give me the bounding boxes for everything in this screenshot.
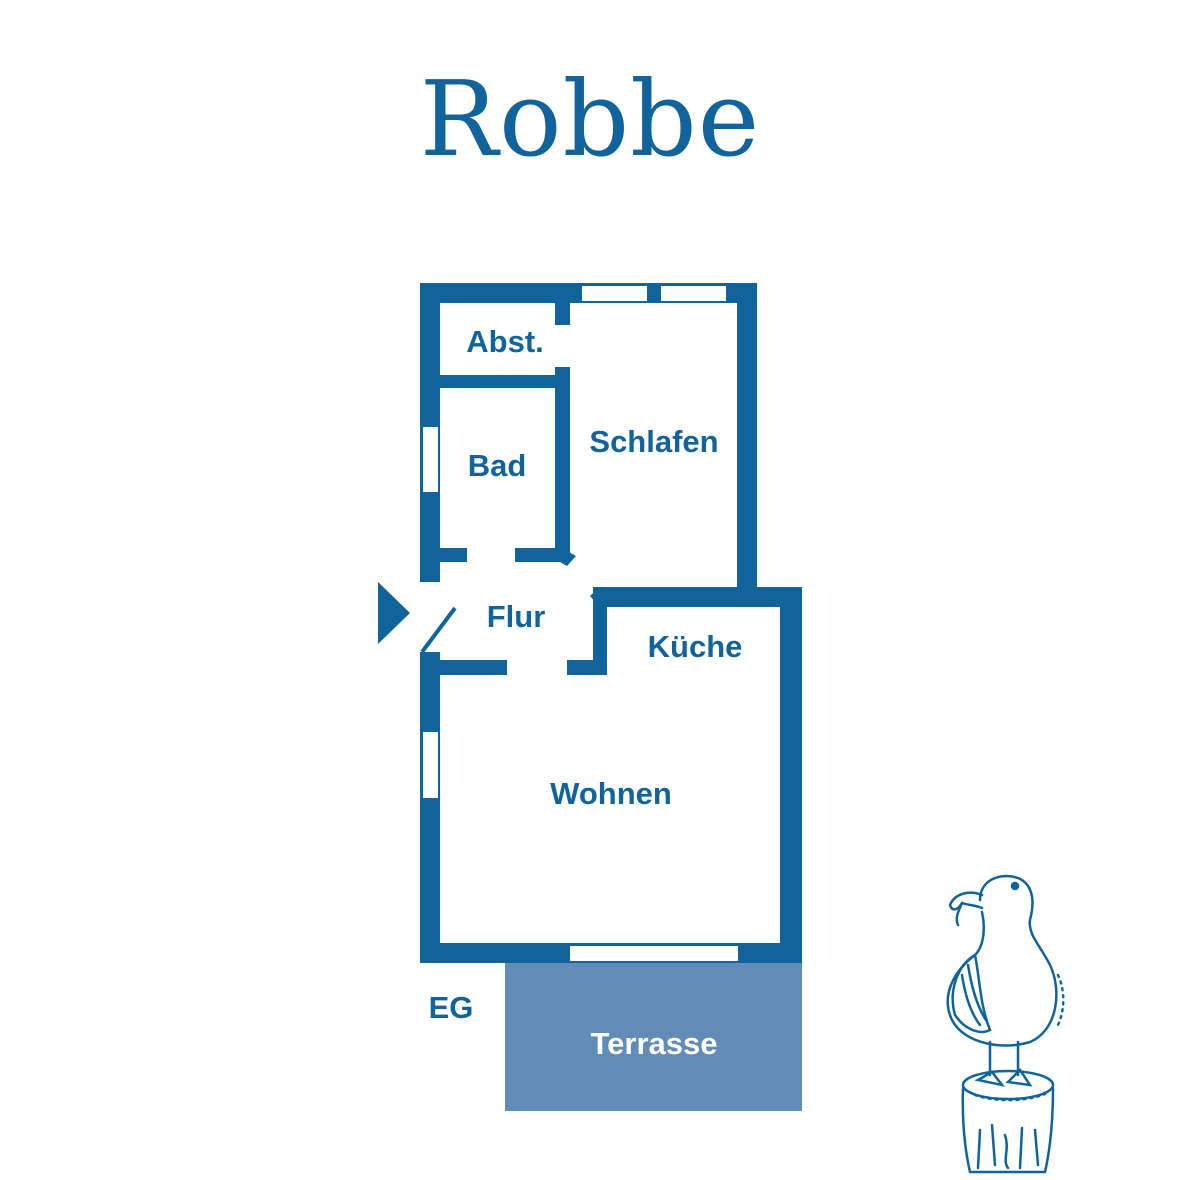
entrance-arrow-icon (378, 582, 410, 644)
room-label-bedroom: Schlafen (589, 424, 718, 459)
entrance-door (420, 606, 457, 654)
room-label-living: Wohnen (550, 776, 672, 811)
page-title: Robbe (419, 58, 761, 180)
room-label-kitchen: Küche (648, 629, 743, 664)
walls (420, 283, 802, 963)
floor-label: EG (429, 990, 474, 1025)
room-label-bath: Bad (468, 448, 527, 483)
room-label-terrace: Terrasse (591, 1026, 718, 1061)
room-label-storage: Abst. (466, 324, 544, 359)
room-label-hall: Flur (487, 599, 546, 634)
seagull-illustration-icon (946, 874, 1065, 1174)
terrace (505, 963, 802, 1111)
windows (423, 286, 738, 961)
